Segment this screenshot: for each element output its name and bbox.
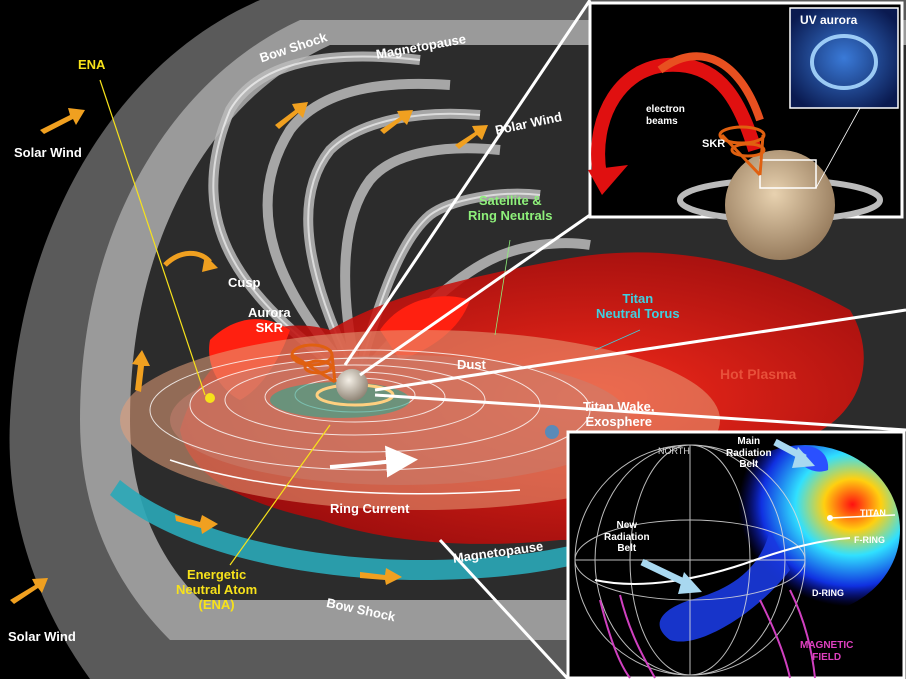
titan-moon — [545, 425, 559, 439]
inset-skr-uv-aurora — [588, 1, 904, 260]
energetic-neutral-atom-label: Energetic Neutral Atom (ENA) — [176, 567, 258, 612]
new-radiation-belt-label: New Radiation Belt — [604, 520, 650, 554]
uv-aurora-label: UV aurora — [800, 13, 858, 27]
electron-beams-label: electron beams — [646, 104, 685, 127]
cusp-label: Cusp — [228, 275, 261, 290]
satellite-ring-neutrals-label: Satellite & Ring Neutrals — [468, 193, 553, 223]
f-ring-label: F-RING — [854, 535, 885, 545]
aurora-skr-label: Aurora SKR — [248, 305, 291, 335]
ena-label: ENA — [78, 57, 106, 72]
saturn-planet — [336, 369, 368, 401]
north-label: NORTH — [658, 446, 690, 456]
magnetic-field-label: MAGNETIC FIELD — [800, 640, 854, 663]
ring-current-label: Ring Current — [330, 501, 410, 516]
titan-wake-exosphere-label: Titan Wake, Exosphere — [583, 399, 655, 429]
inset-connector-lines — [343, 0, 906, 679]
hot-plasma-label: Hot Plasma — [720, 366, 797, 382]
solar-wind-arrows — [10, 102, 488, 604]
skr-cone — [290, 343, 337, 384]
d-ring-label: D-RING — [812, 588, 844, 598]
titan-label: TITAN — [860, 508, 886, 518]
ena-path-line — [99, 79, 206, 396]
magnetic-field-traces — [599, 589, 816, 679]
solar-wind-label-top: Solar Wind — [14, 145, 82, 160]
inset-radiation-belts — [566, 430, 906, 679]
ring-current-band — [110, 480, 640, 580]
main-radiation-belt-label: Main Radiation Belt — [726, 436, 772, 470]
titan-neutral-torus-label: Titan Neutral Torus — [596, 291, 680, 321]
dust-label: Dust — [457, 357, 486, 372]
solar-wind-label-bottom: Solar Wind — [8, 629, 76, 644]
globe-grid — [574, 444, 806, 676]
skr-label: SKR — [702, 138, 726, 150]
